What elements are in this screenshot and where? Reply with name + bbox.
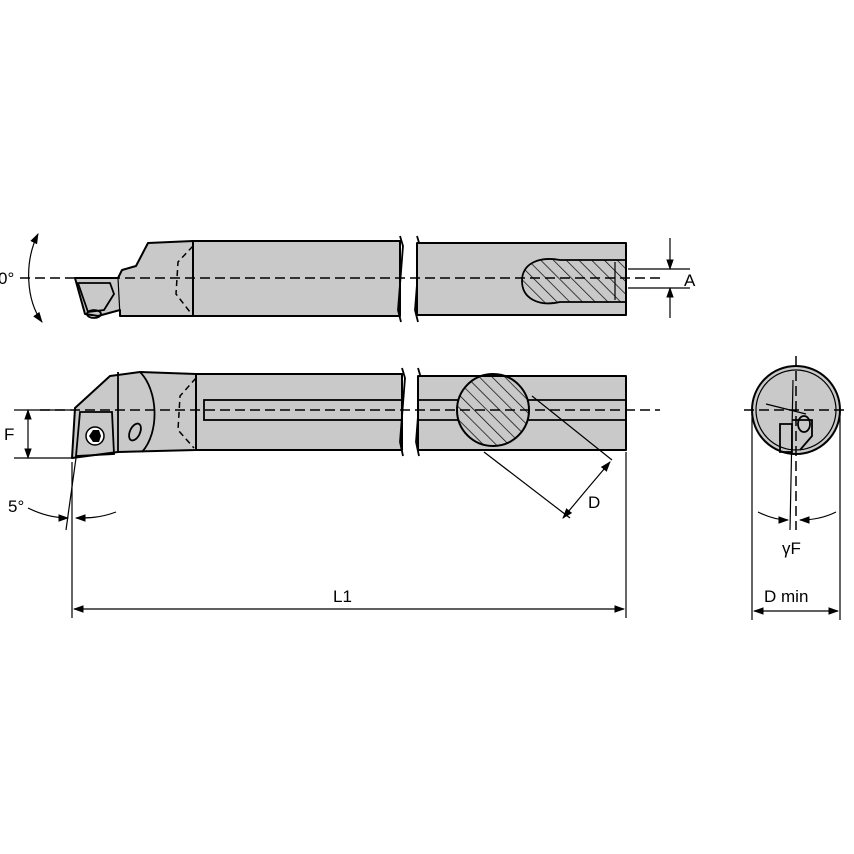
dim-f-label: F <box>4 425 14 444</box>
top-view-coolant-channel <box>521 258 626 305</box>
dim-l1-label: L1 <box>333 587 352 606</box>
top-view: A 0° <box>0 233 696 323</box>
top-view-insert <box>76 282 115 313</box>
end-view-coolant-hole <box>797 415 811 433</box>
top-view-hidden-neck <box>175 245 194 313</box>
side-view-shank-left <box>195 373 403 451</box>
angle-5-ref-line <box>65 457 77 531</box>
dim-dmin-label: D min <box>764 587 808 606</box>
dim-d-label: D <box>588 493 600 512</box>
side-view-head <box>71 371 197 459</box>
side-view-coolant-hole <box>128 422 142 442</box>
dim-d-arrow-1 <box>562 487 589 519</box>
gamma-f-ref-line <box>789 379 794 531</box>
gamma-f-label: γF <box>782 539 801 558</box>
gamma-f-arrow-right <box>798 511 837 524</box>
end-view-pocket <box>792 419 813 451</box>
end-view-ref-line <box>765 403 807 415</box>
side-view-insert <box>75 411 115 457</box>
dim-d-arrow-2 <box>587 461 611 489</box>
side-view-hidden-neck <box>177 377 197 449</box>
angle-5-label: 5° <box>8 497 24 516</box>
top-angle-arc <box>28 233 43 323</box>
torx-icon <box>89 430 101 442</box>
top-view-screw <box>86 309 102 319</box>
dim-d-ext-1 <box>483 451 571 519</box>
side-view-head-curve <box>139 371 156 453</box>
side-view: F 5° D L1 <box>4 367 660 618</box>
top-angle-label: 0° <box>0 269 14 288</box>
end-view: γF D min <box>744 356 848 620</box>
dim-d-ext-2 <box>531 395 613 461</box>
angle-5-arc-left <box>27 507 70 522</box>
gamma-f-arrow-left <box>757 511 790 524</box>
angle-5-arc-right <box>74 511 117 522</box>
top-view-head-edge <box>117 277 121 317</box>
dim-a-label: A <box>684 271 696 290</box>
